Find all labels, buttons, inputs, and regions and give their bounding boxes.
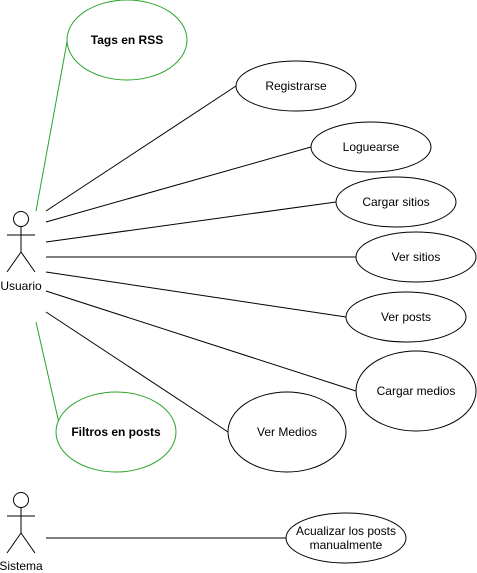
usecase-ver-posts[interactable]: Ver posts [345,291,467,343]
usecase-actualizar-posts-label-line2: manualmente [310,538,383,552]
usecase-ver-medios[interactable]: Ver Medios [227,391,347,473]
actor-usuario-head-icon [13,211,29,227]
usecase-ver-sitios-shape [355,231,477,283]
actor-usuario[interactable] [6,211,36,273]
usecase-registrarse-shape [235,60,357,112]
usecase-actualizar-posts-shape [285,512,407,564]
usecase-filtros-posts-label: Filtros en posts [71,425,161,439]
usecase-loguearse-label: Loguearse [343,140,400,154]
usecase-filtros-posts-shape [55,391,177,473]
usecase-ver-sitios-label: Ver sitios [392,250,441,264]
usecase-cargar-medios[interactable]: Cargar medios [355,350,477,432]
association-ver-posts [45,271,347,318]
usecase-tags-rss[interactable]: Tags en RSS [66,0,188,81]
usecase-loguearse-shape [310,121,432,173]
association-registrarse [45,85,237,212]
usecase-ver-medios-label: Ver Medios [257,425,317,439]
association-loguearse [45,146,312,223]
usecase-actualizar-posts-label: Acualizar los posts [296,524,396,538]
actor-usuario-leg-right [20,251,36,273]
actor-usuario-label: Usuario [0,279,42,293]
association-cargar-medios [45,290,357,392]
usecase-ver-medios-shape [227,391,347,473]
usecase-ver-posts-shape [345,291,467,343]
actor-sistema-leg-right [20,532,36,554]
usecase-cargar-sitios-shape [335,176,457,228]
association-tags-rss [35,41,68,212]
association-filtros-posts [35,321,62,433]
usecase-ver-posts-label: Ver posts [381,310,431,324]
usecase-ver-sitios[interactable]: Ver sitios [355,231,477,283]
usecase-registrarse-label: Registrarse [265,79,327,93]
usecase-cargar-medios-label: Cargar medios [377,384,456,398]
usecase-tags-rss-label: Tags en RSS [91,33,163,47]
usecase-filtros-posts[interactable]: Filtros en posts [55,391,177,473]
usecase-loguearse[interactable]: Loguearse [310,121,432,173]
usecase-cargar-sitios[interactable]: Cargar sitios [335,176,457,228]
usecase-actualizar-posts[interactable]: Acualizar los posts manualmente [285,512,407,564]
usecase-cargar-medios-shape [355,350,477,432]
actor-sistema[interactable] [6,492,36,554]
association-cargar-sitios [45,201,337,243]
actor-sistema-head-icon [13,492,29,508]
actor-usuario-leg-left [6,251,22,273]
association-ver-medios [45,311,229,433]
actor-sistema-leg-left [6,532,22,554]
usecase-registrarse[interactable]: Registrarse [235,60,357,112]
actor-sistema-label: Sistema [0,559,43,573]
usecase-cargar-sitios-label: Cargar sitios [362,195,429,209]
usecase-tags-rss-shape [66,0,188,81]
associations [35,41,357,539]
